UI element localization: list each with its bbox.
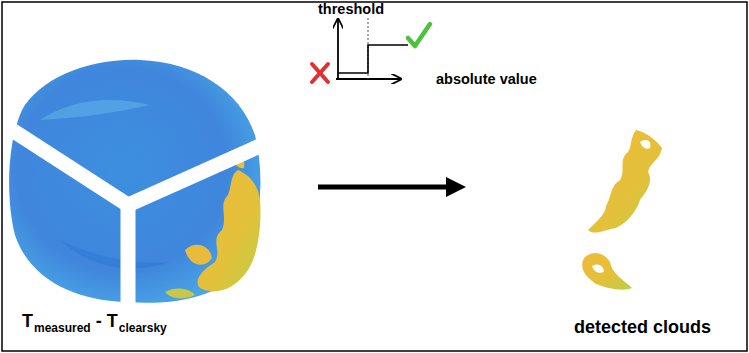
formula-symbol: - T — [96, 312, 118, 330]
formula-subscript: clearsky — [119, 322, 167, 334]
detected-clouds — [582, 130, 662, 290]
caption-label: detected clouds — [574, 318, 711, 336]
axis-label: threshold — [318, 2, 384, 17]
formula-subscript: measured — [34, 322, 91, 334]
process-arrow — [318, 185, 458, 190]
sky-image — [9, 60, 262, 305]
axis-label: absolute value — [436, 72, 537, 87]
formula-symbol: T — [22, 312, 33, 330]
reject-cross — [312, 64, 328, 82]
threshold-plot — [336, 18, 408, 80]
accept-check — [408, 24, 430, 46]
